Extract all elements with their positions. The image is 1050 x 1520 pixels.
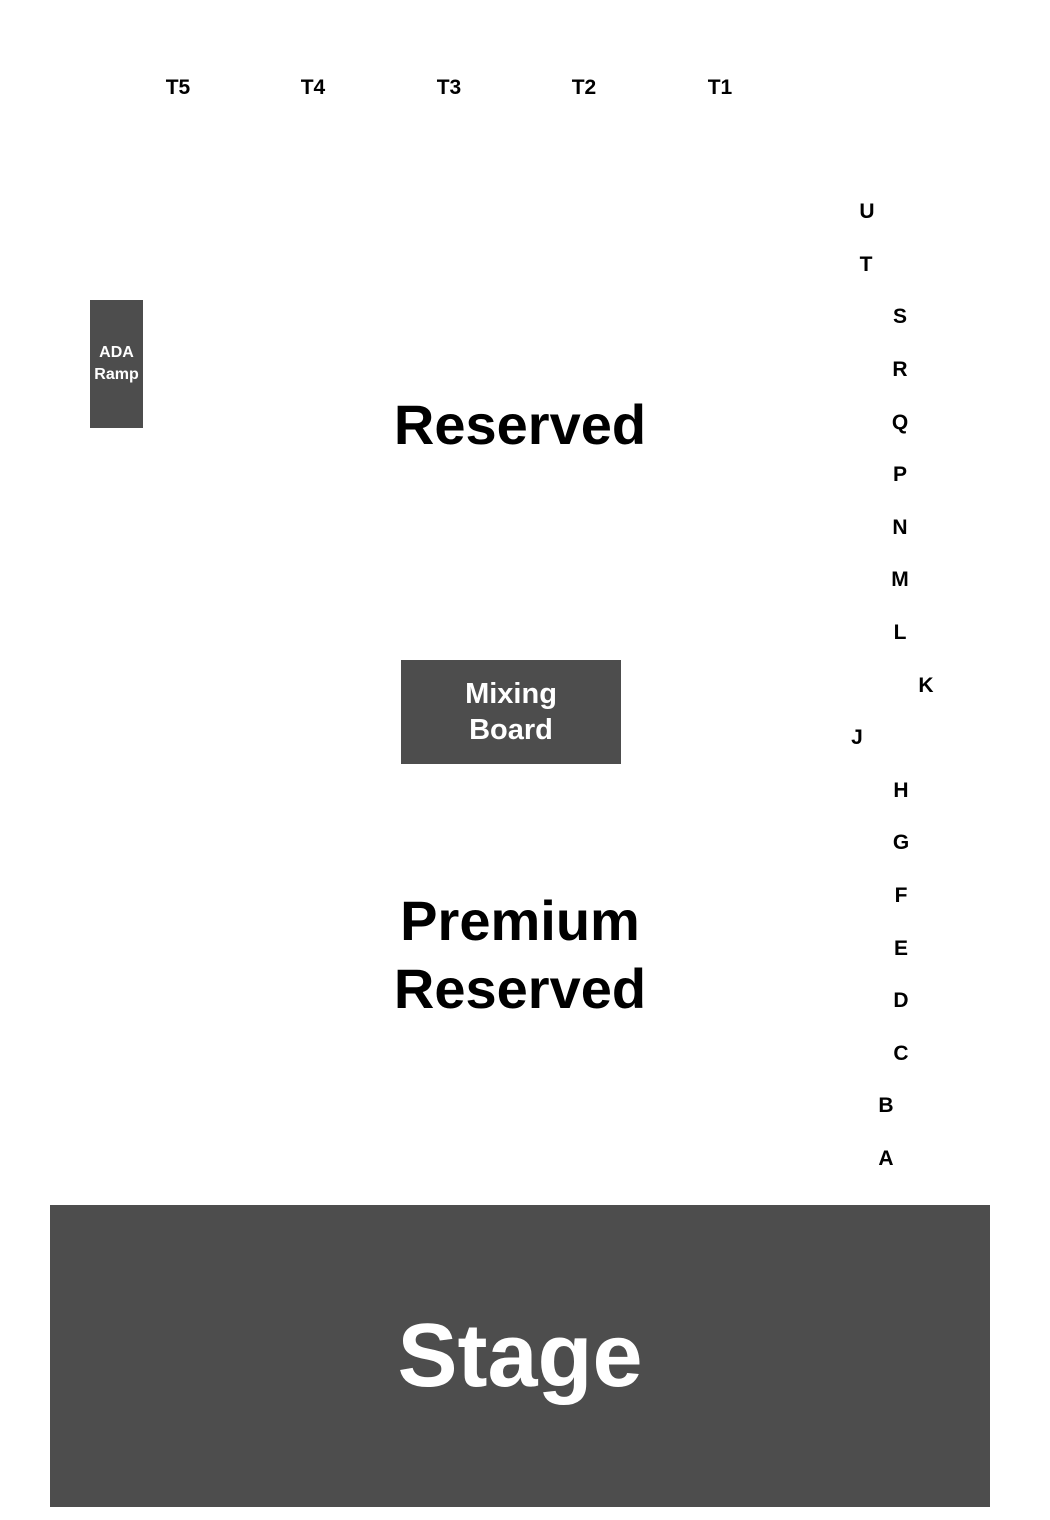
table-label-t3: T3 <box>436 76 462 99</box>
row-label-c: C <box>893 1042 909 1065</box>
row-label-u: U <box>859 200 875 223</box>
table-label-t2: T2 <box>571 76 597 99</box>
ada-ramp-label-line1: ADA <box>99 344 134 361</box>
ada-ramp-label-line2: Ramp <box>94 366 139 383</box>
premium-reserved-section-label: Premium Reserved <box>270 887 770 1023</box>
ada-ramp: ADA Ramp <box>90 300 143 428</box>
row-label-a: A <box>878 1147 894 1170</box>
row-label-g: G <box>892 831 910 854</box>
row-label-d: D <box>893 989 909 1012</box>
stage: Stage <box>50 1205 990 1507</box>
row-label-s: S <box>892 305 907 328</box>
stage-label: Stage <box>397 1305 643 1406</box>
premium-label-line2: Reserved <box>393 957 647 1020</box>
row-label-j: J <box>851 726 863 749</box>
table-label-t1: T1 <box>707 76 733 99</box>
table-label-t4: T4 <box>300 76 326 99</box>
row-label-n: N <box>892 516 908 539</box>
row-label-q: Q <box>891 411 909 434</box>
table-label-t5: T5 <box>165 76 191 99</box>
row-label-e: E <box>893 937 908 960</box>
row-label-b: B <box>878 1094 894 1117</box>
mixing-board: Mixing Board <box>401 660 621 764</box>
row-label-t: T <box>859 253 873 276</box>
mixing-board-label-line2: Board <box>469 714 553 746</box>
row-label-m: M <box>891 568 909 591</box>
row-label-p: P <box>892 463 907 486</box>
row-label-r: R <box>892 358 908 381</box>
reserved-section-label: Reserved <box>393 393 647 456</box>
row-label-h: H <box>893 779 909 802</box>
premium-label-line1: Premium <box>400 889 640 952</box>
row-label-l: L <box>893 621 907 644</box>
mixing-board-label-line1: Mixing <box>465 678 557 710</box>
row-label-k: K <box>918 674 934 697</box>
row-label-f: F <box>894 884 908 907</box>
